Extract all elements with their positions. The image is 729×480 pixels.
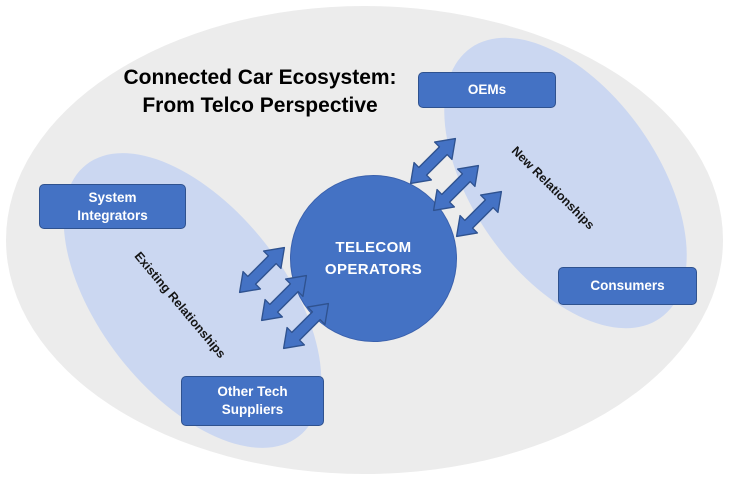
node-system-integrators-line2: Integrators	[77, 207, 148, 223]
node-system-integrators: System Integrators	[39, 184, 186, 229]
node-consumers: Consumers	[558, 267, 697, 305]
node-other-tech-suppliers-line1: Other Tech	[217, 384, 288, 400]
node-oems-label: OEMs	[467, 82, 507, 98]
node-oems: OEMs	[418, 72, 556, 108]
diagram-title: Connected Car Ecosystem: From Telco Pers…	[110, 64, 410, 119]
telecom-operators-line2: OPERATORS	[324, 260, 423, 278]
node-consumers-label: Consumers	[590, 278, 665, 294]
node-system-integrators-line1: System	[88, 189, 137, 205]
double-arrow-icon	[272, 292, 340, 360]
diagram-title-line2: From Telco Perspective	[142, 93, 378, 117]
double-arrow-icon	[228, 236, 296, 304]
telecom-operators-line1: TELECOM	[335, 238, 412, 256]
diagram-title-line1: Connected Car Ecosystem:	[123, 66, 397, 89]
double-arrow-icon	[250, 264, 318, 332]
node-other-tech-suppliers-line2: Suppliers	[221, 402, 284, 417]
double-arrow-icon	[422, 154, 490, 222]
double-arrow-icon	[399, 127, 467, 195]
double-arrow-icon	[445, 180, 513, 248]
node-other-tech-suppliers: Other Tech Suppliers	[181, 376, 324, 426]
